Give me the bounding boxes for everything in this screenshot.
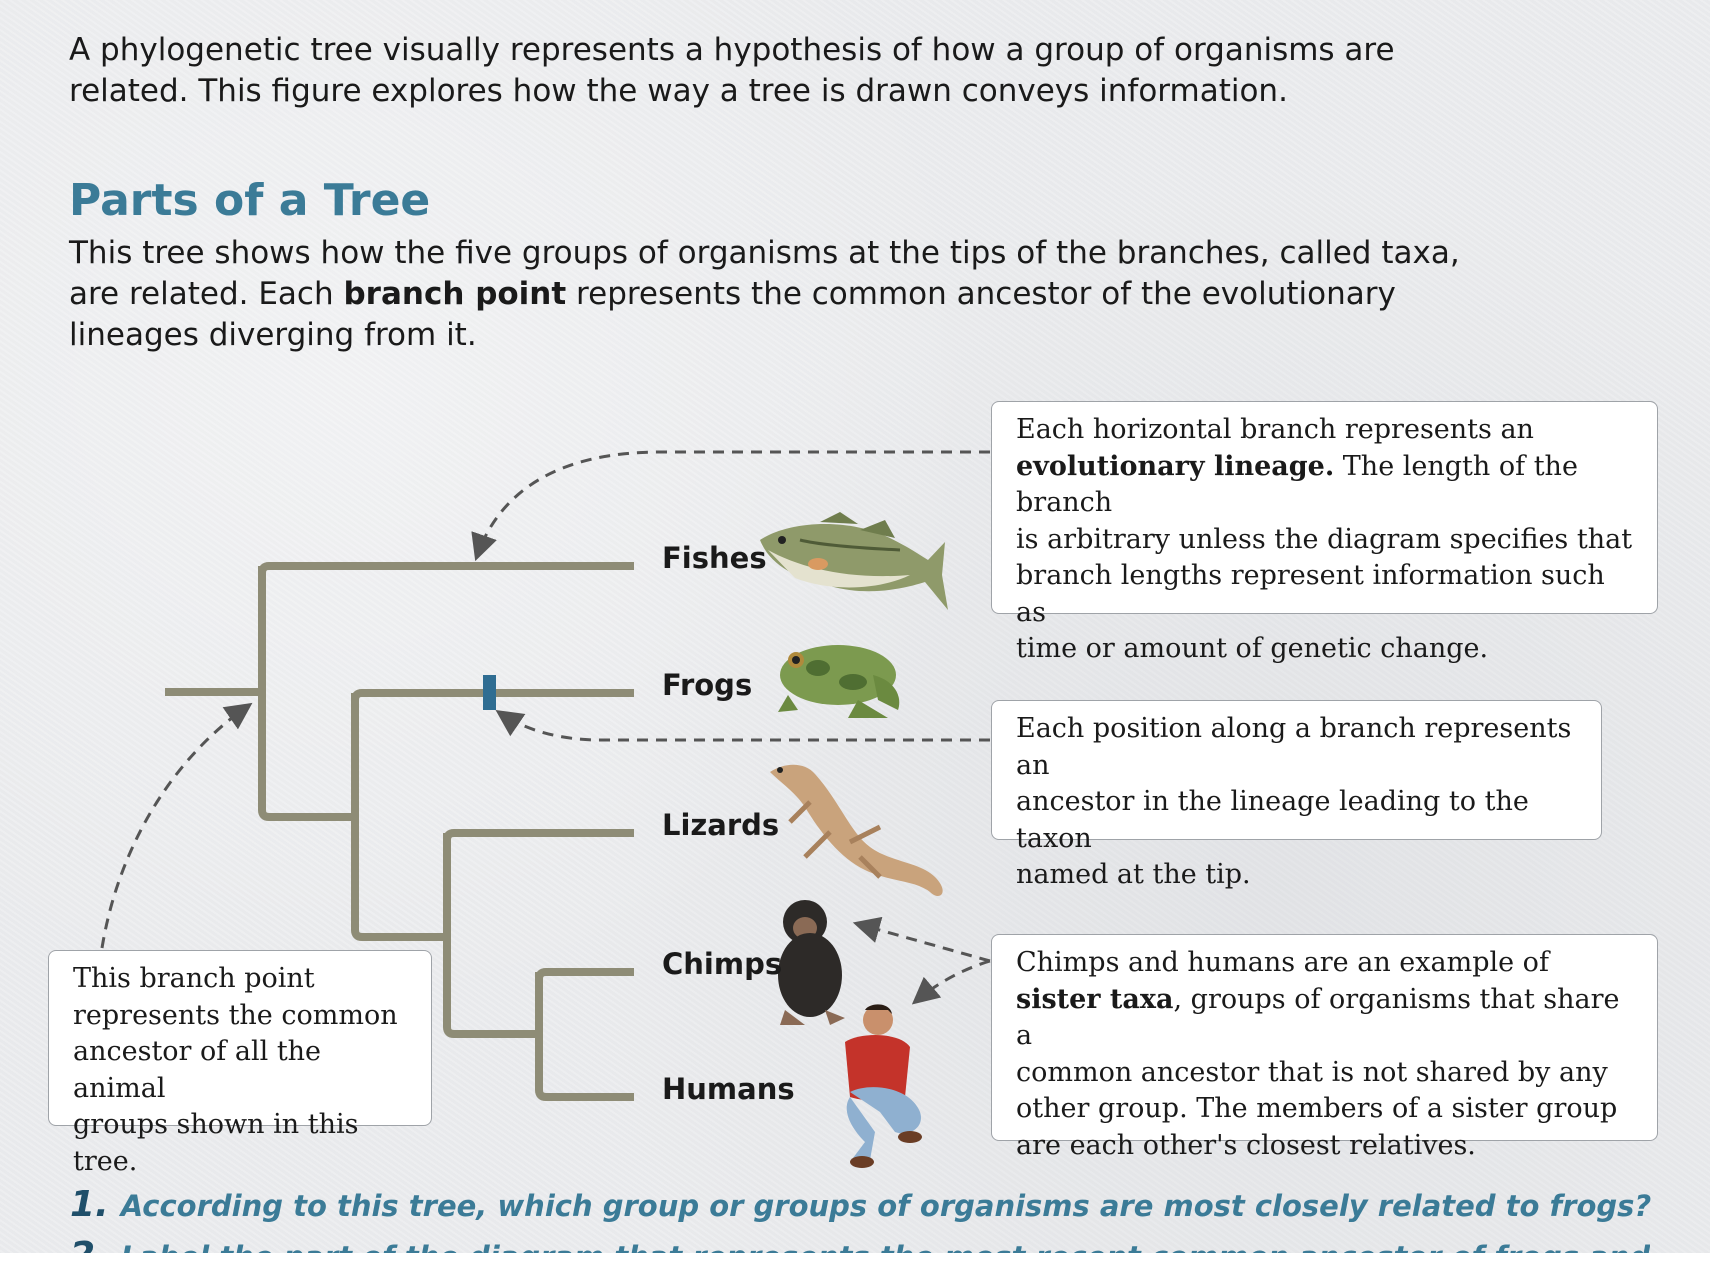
sister-line-2: sister taxa, groups of organisms that sh… bbox=[1016, 982, 1639, 1055]
arrow-to-humans bbox=[916, 961, 990, 1001]
callout-branch-position: Each position along a branch represents … bbox=[991, 700, 1602, 840]
lineage-line-4: branch lengths represent information suc… bbox=[1016, 558, 1639, 631]
lizard-illustration bbox=[770, 765, 943, 896]
fishes-branch bbox=[262, 566, 634, 573]
sister-line-5: are each other's closest relatives. bbox=[1016, 1128, 1639, 1165]
callout-root-branch-point: This branch point represents the common … bbox=[48, 950, 432, 1126]
taxon-label-frogs: Frogs bbox=[662, 668, 752, 702]
branch-point-line-4: groups shown in this tree. bbox=[73, 1107, 413, 1180]
lineage-term: evolutionary lineage. bbox=[1016, 451, 1334, 482]
question-2-number: 2. bbox=[70, 1236, 109, 1253]
question-1: 1. According to this tree, which group or… bbox=[70, 1184, 1650, 1225]
position-line-3: named at the tip. bbox=[1016, 857, 1583, 894]
node3-vertical bbox=[447, 833, 539, 1034]
taxon-label-fishes: Fishes bbox=[662, 541, 767, 575]
callout-evolutionary-lineage: Each horizontal branch represents an evo… bbox=[991, 401, 1658, 614]
sister-line-4: other group. The members of a sister gro… bbox=[1016, 1091, 1639, 1128]
branch-point-line-3: ancestor of all the animal bbox=[73, 1034, 413, 1107]
arrow-to-root-branch-point bbox=[102, 706, 248, 948]
position-line-1: Each position along a branch represents … bbox=[1016, 711, 1583, 784]
lineage-line-1: Each horizontal branch represents an bbox=[1016, 412, 1639, 449]
arrow-to-position bbox=[500, 713, 990, 740]
fish-illustration bbox=[760, 512, 948, 610]
arrow-to-chimps bbox=[858, 924, 990, 961]
branch-point-line-1: This branch point bbox=[73, 961, 413, 998]
taxon-label-chimps: Chimps bbox=[662, 947, 782, 981]
chimps-branch bbox=[539, 972, 634, 979]
ancestor-position-marker bbox=[483, 675, 496, 710]
sister-taxa-term: sister taxa bbox=[1016, 984, 1174, 1015]
taxon-label-humans: Humans bbox=[662, 1072, 795, 1106]
chimp-illustration bbox=[778, 900, 845, 1025]
question-2-text: Label the part of the diagram that repre… bbox=[121, 1240, 1650, 1253]
lizards-branch bbox=[447, 833, 634, 840]
question-2-cropped: 2. Label the part of the diagram that rep… bbox=[70, 1236, 1650, 1253]
callout-sister-taxa: Chimps and humans are an example of sist… bbox=[991, 934, 1658, 1141]
lineage-line-2: evolutionary lineage. The length of the … bbox=[1016, 449, 1639, 522]
sister-line-1: Chimps and humans are an example of bbox=[1016, 945, 1639, 982]
root-node-vertical bbox=[262, 566, 355, 817]
lineage-line-3: is arbitrary unless the diagram specifie… bbox=[1016, 522, 1639, 559]
bottom-edge-strip bbox=[0, 1253, 1710, 1264]
position-line-2: ancestor in the lineage leading to the t… bbox=[1016, 784, 1583, 857]
question-1-text: According to this tree, which group or g… bbox=[121, 1189, 1652, 1223]
frog-illustration bbox=[778, 645, 899, 718]
sister-line-3: common ancestor that is not shared by an… bbox=[1016, 1055, 1639, 1092]
taxon-label-lizards: Lizards bbox=[662, 808, 779, 842]
branch-point-line-2: represents the common bbox=[73, 998, 413, 1035]
question-1-number: 1. bbox=[70, 1184, 109, 1225]
human-illustration bbox=[845, 1004, 922, 1168]
node2-vertical bbox=[355, 693, 447, 937]
node4-vertical bbox=[539, 972, 634, 1097]
lineage-line-5: time or amount of genetic change. bbox=[1016, 631, 1639, 668]
